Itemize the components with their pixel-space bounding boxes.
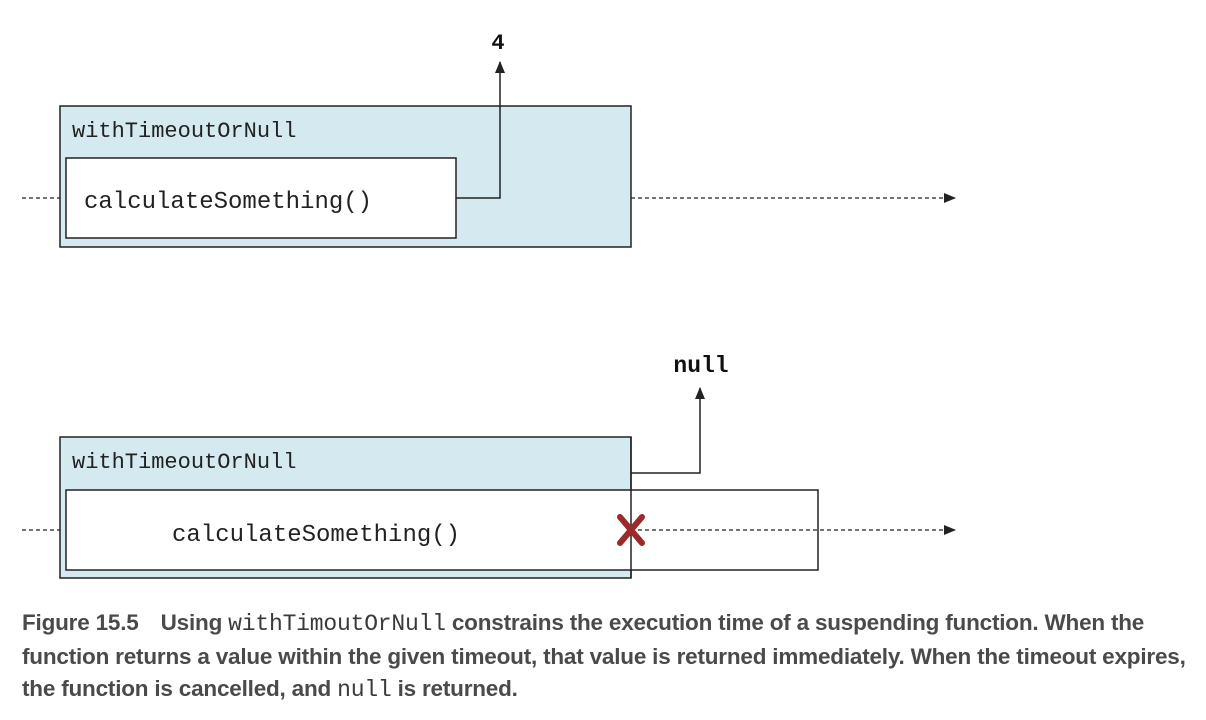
top-return-arrow [456, 61, 505, 199]
cancel-x-icon [617, 514, 645, 546]
caption-text-2: constrains the execution time of a suspe… [22, 610, 1186, 701]
bottom-outer-label: withTimeoutOrNull [72, 450, 296, 475]
top-result-value: 4 [491, 31, 504, 56]
bottom-inner-label: calculateSomething() [172, 522, 460, 549]
caption-text-3: is returned. [391, 676, 518, 701]
caption-code-withtimeoutornull: withTimoutOrNull [228, 611, 446, 637]
bottom-panel: withTimeoutOrNull calculateSomething() n… [22, 353, 956, 579]
caption-text-1: Using [160, 610, 229, 635]
top-panel: withTimeoutOrNull calculateSomething() 4 [22, 31, 956, 248]
top-inner-box [65, 157, 457, 239]
figure-caption: Figure 15.5 Using withTimoutOrNull constr… [22, 607, 1192, 707]
caption-code-null: null [337, 677, 392, 703]
figure-number: Figure 15.5 [22, 610, 139, 635]
top-inner-label: calculateSomething() [84, 189, 372, 216]
bottom-return-arrow [631, 387, 705, 474]
timeout-diagram: withTimeoutOrNull calculateSomething() 4… [22, 31, 956, 579]
bottom-result-value: null [673, 353, 728, 379]
bottom-inner-box [65, 489, 819, 571]
top-outer-label: withTimeoutOrNull [72, 119, 296, 144]
